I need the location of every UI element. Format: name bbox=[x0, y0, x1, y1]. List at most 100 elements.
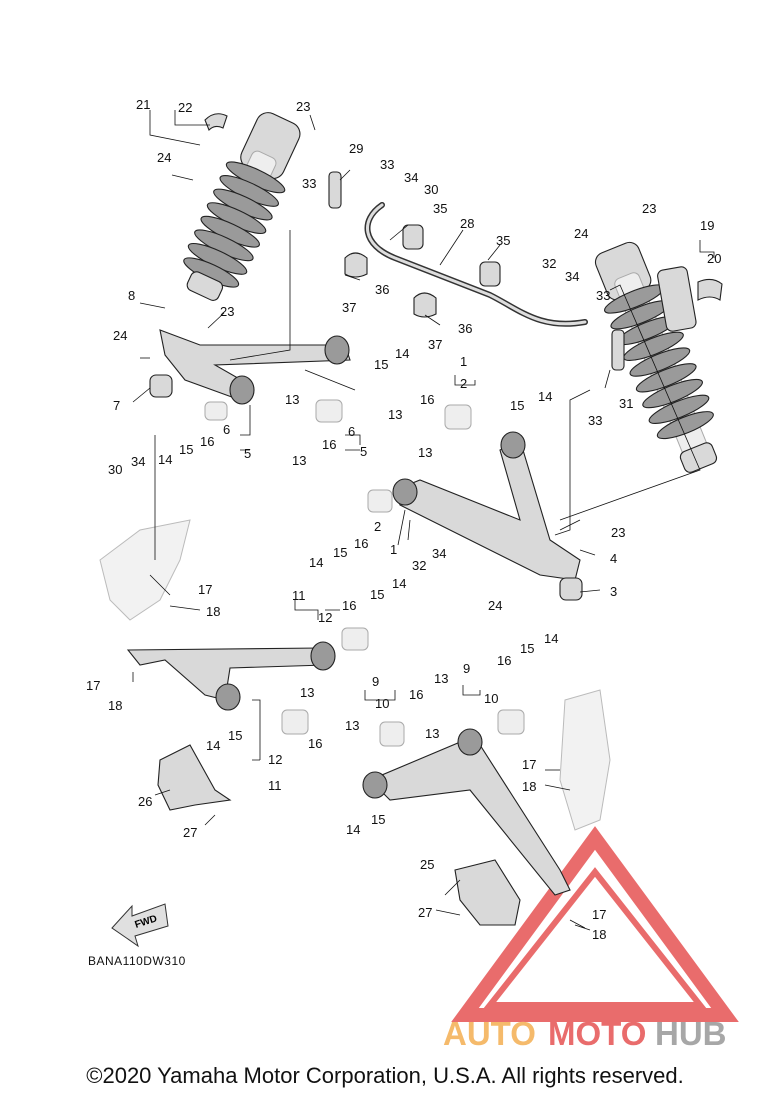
callout-27: 27 bbox=[183, 825, 197, 840]
callout-1: 1 bbox=[390, 542, 397, 557]
callout-30: 30 bbox=[424, 182, 438, 197]
watermark-auto: AUTO bbox=[443, 1015, 536, 1052]
guard-25 bbox=[454, 859, 521, 926]
callout-14: 14 bbox=[206, 738, 220, 753]
callout-11: 11 bbox=[268, 778, 282, 793]
callout-16: 16 bbox=[409, 687, 423, 702]
callout-15: 15 bbox=[370, 587, 384, 602]
callout-1: 1 bbox=[460, 354, 467, 369]
callout-24: 24 bbox=[574, 226, 588, 241]
callout-3: 3 bbox=[610, 584, 617, 599]
callout-18: 18 bbox=[592, 927, 606, 942]
callout-2: 2 bbox=[374, 519, 381, 534]
callout-16: 16 bbox=[420, 392, 434, 407]
callout-15: 15 bbox=[520, 641, 534, 656]
callout-29: 29 bbox=[349, 141, 363, 156]
callout-35: 35 bbox=[433, 201, 447, 216]
callout-10: 10 bbox=[375, 696, 389, 711]
callout-26: 26 bbox=[138, 794, 152, 809]
shock-cover-20 bbox=[697, 278, 723, 301]
leader-lines bbox=[132, 110, 715, 931]
watermark-moto: MOTO bbox=[548, 1015, 646, 1052]
callout-6: 6 bbox=[223, 422, 230, 437]
lower-arm-left bbox=[126, 627, 369, 735]
callout-21: 21 bbox=[136, 97, 150, 112]
callout-37: 37 bbox=[342, 300, 356, 315]
callout-18: 18 bbox=[108, 698, 122, 713]
callout-37: 37 bbox=[428, 337, 442, 352]
callout-8: 8 bbox=[128, 288, 135, 303]
callout-15: 15 bbox=[374, 357, 388, 372]
callout-24: 24 bbox=[488, 598, 502, 613]
callout-32: 32 bbox=[542, 256, 556, 271]
callout-20: 20 bbox=[707, 251, 721, 266]
callout-23: 23 bbox=[642, 201, 656, 216]
callout-24: 24 bbox=[113, 328, 127, 343]
right-shock-absorber bbox=[594, 241, 723, 473]
callout-33: 33 bbox=[302, 176, 316, 191]
lower-arm-right bbox=[362, 709, 571, 896]
callout-23: 23 bbox=[611, 525, 625, 540]
callout-19: 19 bbox=[700, 218, 714, 233]
callout-14: 14 bbox=[395, 346, 409, 361]
callout-15: 15 bbox=[228, 728, 242, 743]
callout-34: 34 bbox=[404, 170, 418, 185]
callout-16: 16 bbox=[342, 598, 356, 613]
callout-32: 32 bbox=[412, 558, 426, 573]
callout-14: 14 bbox=[392, 576, 406, 591]
callout-13: 13 bbox=[285, 392, 299, 407]
callout-17: 17 bbox=[198, 582, 212, 597]
callout-16: 16 bbox=[308, 736, 322, 751]
upper-arm-left bbox=[149, 329, 351, 423]
callout-34: 34 bbox=[432, 546, 446, 561]
callout-15: 15 bbox=[179, 442, 193, 457]
callout-9: 9 bbox=[372, 674, 379, 689]
callout-16: 16 bbox=[497, 653, 511, 668]
callout-23: 23 bbox=[220, 304, 234, 319]
callout-15: 15 bbox=[371, 812, 385, 827]
callout-5: 5 bbox=[360, 444, 367, 459]
knuckle-right bbox=[559, 689, 611, 831]
callout-5: 5 bbox=[244, 446, 251, 461]
callout-13: 13 bbox=[300, 685, 314, 700]
copyright-notice: ©2020 Yamaha Motor Corporation, U.S.A. A… bbox=[86, 1063, 684, 1088]
callout-13: 13 bbox=[292, 453, 306, 468]
callout-14: 14 bbox=[346, 822, 360, 837]
callout-18: 18 bbox=[522, 779, 536, 794]
callout-14: 14 bbox=[544, 631, 558, 646]
callout-13: 13 bbox=[418, 445, 432, 460]
callout-24: 24 bbox=[157, 150, 171, 165]
callout-17: 17 bbox=[522, 757, 536, 772]
callout-18: 18 bbox=[206, 604, 220, 619]
callout-6: 6 bbox=[348, 424, 355, 439]
callout-7: 7 bbox=[113, 398, 120, 413]
callout-35: 35 bbox=[496, 233, 510, 248]
watermark-logo: AUTO MOTO HUB bbox=[443, 826, 739, 1052]
callout-16: 16 bbox=[354, 536, 368, 551]
callout-13: 13 bbox=[388, 407, 402, 422]
watermark-hub: HUB bbox=[655, 1015, 727, 1052]
callout-16: 16 bbox=[200, 434, 214, 449]
callout-30: 30 bbox=[108, 462, 122, 477]
callout-13: 13 bbox=[434, 671, 448, 686]
callout-23: 23 bbox=[296, 99, 310, 114]
shock-cover-22 bbox=[204, 113, 228, 131]
callout-34: 34 bbox=[565, 269, 579, 284]
callout-33: 33 bbox=[588, 413, 602, 428]
knuckle-left bbox=[99, 519, 191, 621]
callout-17: 17 bbox=[86, 678, 100, 693]
callout-33: 33 bbox=[380, 157, 394, 172]
callout-labels: 21 22 23 24 29 33 33 34 30 35 28 35 36 3… bbox=[86, 97, 721, 942]
callout-11: 11 bbox=[292, 588, 306, 603]
callout-36: 36 bbox=[458, 321, 472, 336]
callout-14: 14 bbox=[158, 452, 172, 467]
callout-34: 34 bbox=[131, 454, 145, 469]
drawing-code: BANA110DW310 bbox=[88, 954, 186, 968]
callout-28: 28 bbox=[460, 216, 474, 231]
callout-22: 22 bbox=[178, 100, 192, 115]
callout-15: 15 bbox=[333, 545, 347, 560]
callout-13: 13 bbox=[345, 718, 359, 733]
callout-25: 25 bbox=[420, 857, 434, 872]
callout-13: 13 bbox=[425, 726, 439, 741]
